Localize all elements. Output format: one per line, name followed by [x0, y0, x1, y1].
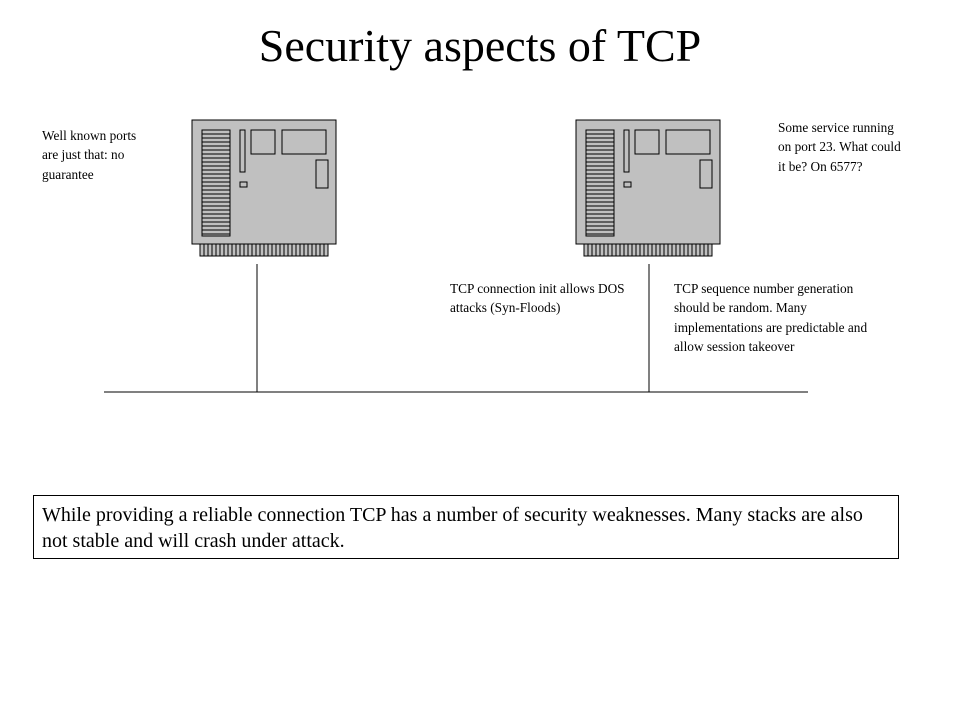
- server-computer-icon: [575, 119, 721, 257]
- well-known-ports-note: Well known ports are just that: no guara…: [42, 128, 137, 182]
- slide-title: Security aspects of TCP: [258, 20, 702, 71]
- service-port-note: Some service running on port 23. What co…: [778, 120, 901, 174]
- connection-init-note: TCP connection init allows DOS attacks (…: [450, 281, 625, 316]
- summary-box: While providing a reliable connection TC…: [33, 495, 899, 559]
- sequence-number-note: TCP sequence number generation should be…: [674, 281, 868, 354]
- server-computer-icon: [191, 119, 337, 257]
